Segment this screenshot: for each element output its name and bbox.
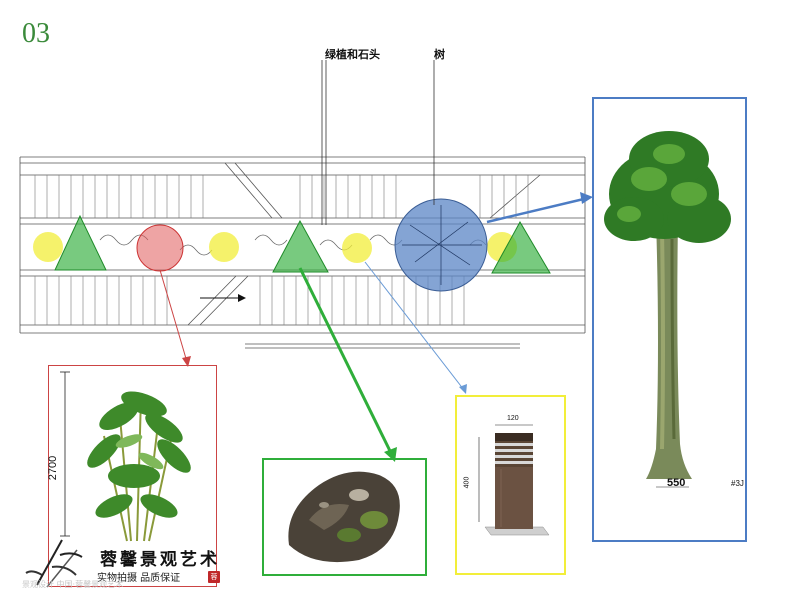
page-number: 03 — [22, 18, 50, 49]
bollard-width-label: 120 — [507, 415, 519, 422]
stone-detail-box — [262, 458, 427, 576]
logo-title: 蓉馨景观艺术 — [100, 550, 220, 570]
logo-subtitle: 实物拍摄 品质保证 — [97, 573, 181, 584]
red-connector — [159, 269, 188, 363]
green-connector — [298, 267, 394, 456]
tree-spread-label: 550 — [667, 477, 686, 489]
direction-arrow — [200, 294, 246, 302]
logo-watermark: 景观设计 中国·蓉馨景观艺术 — [22, 580, 124, 589]
green-marker-1 — [54, 214, 107, 271]
bollard-illustration — [478, 424, 550, 536]
blue-connector — [486, 196, 589, 224]
brand-logo: 蓉馨景观艺术 实物拍摄 品质保证 景观设计 中国·蓉馨景观艺术 蓉 — [22, 535, 232, 595]
bollard-detail-box: 120 400 — [455, 395, 566, 575]
plan-outline — [19, 156, 586, 349]
palm-height-label: 2700 — [47, 455, 60, 481]
green-marker-3 — [491, 220, 551, 274]
green-marker-2 — [272, 219, 329, 273]
yellow-marker-3 — [342, 233, 372, 263]
callout-tree: 树 — [434, 48, 445, 61]
bamboo-logo-icon — [25, 539, 83, 588]
red-marker-palm — [136, 224, 184, 272]
stair-hatching — [34, 175, 529, 325]
tree-canopy-lines — [402, 205, 482, 285]
callout-plants-and-stones: 绿植和石头 — [325, 48, 380, 61]
palm-illustration — [60, 371, 191, 542]
seal-stamp: 蓉 — [208, 571, 220, 583]
palm-detail-box: 2700 — [47, 365, 217, 587]
yellow-connector — [364, 261, 465, 391]
stone-illustration — [288, 471, 400, 563]
tree-tag-label: #3J — [731, 479, 744, 488]
yellow-marker-1 — [33, 232, 63, 262]
tree-detail-box: 550 #3J — [592, 97, 747, 542]
tree-illustration — [604, 131, 731, 488]
yellow-marker-2 — [209, 232, 239, 262]
